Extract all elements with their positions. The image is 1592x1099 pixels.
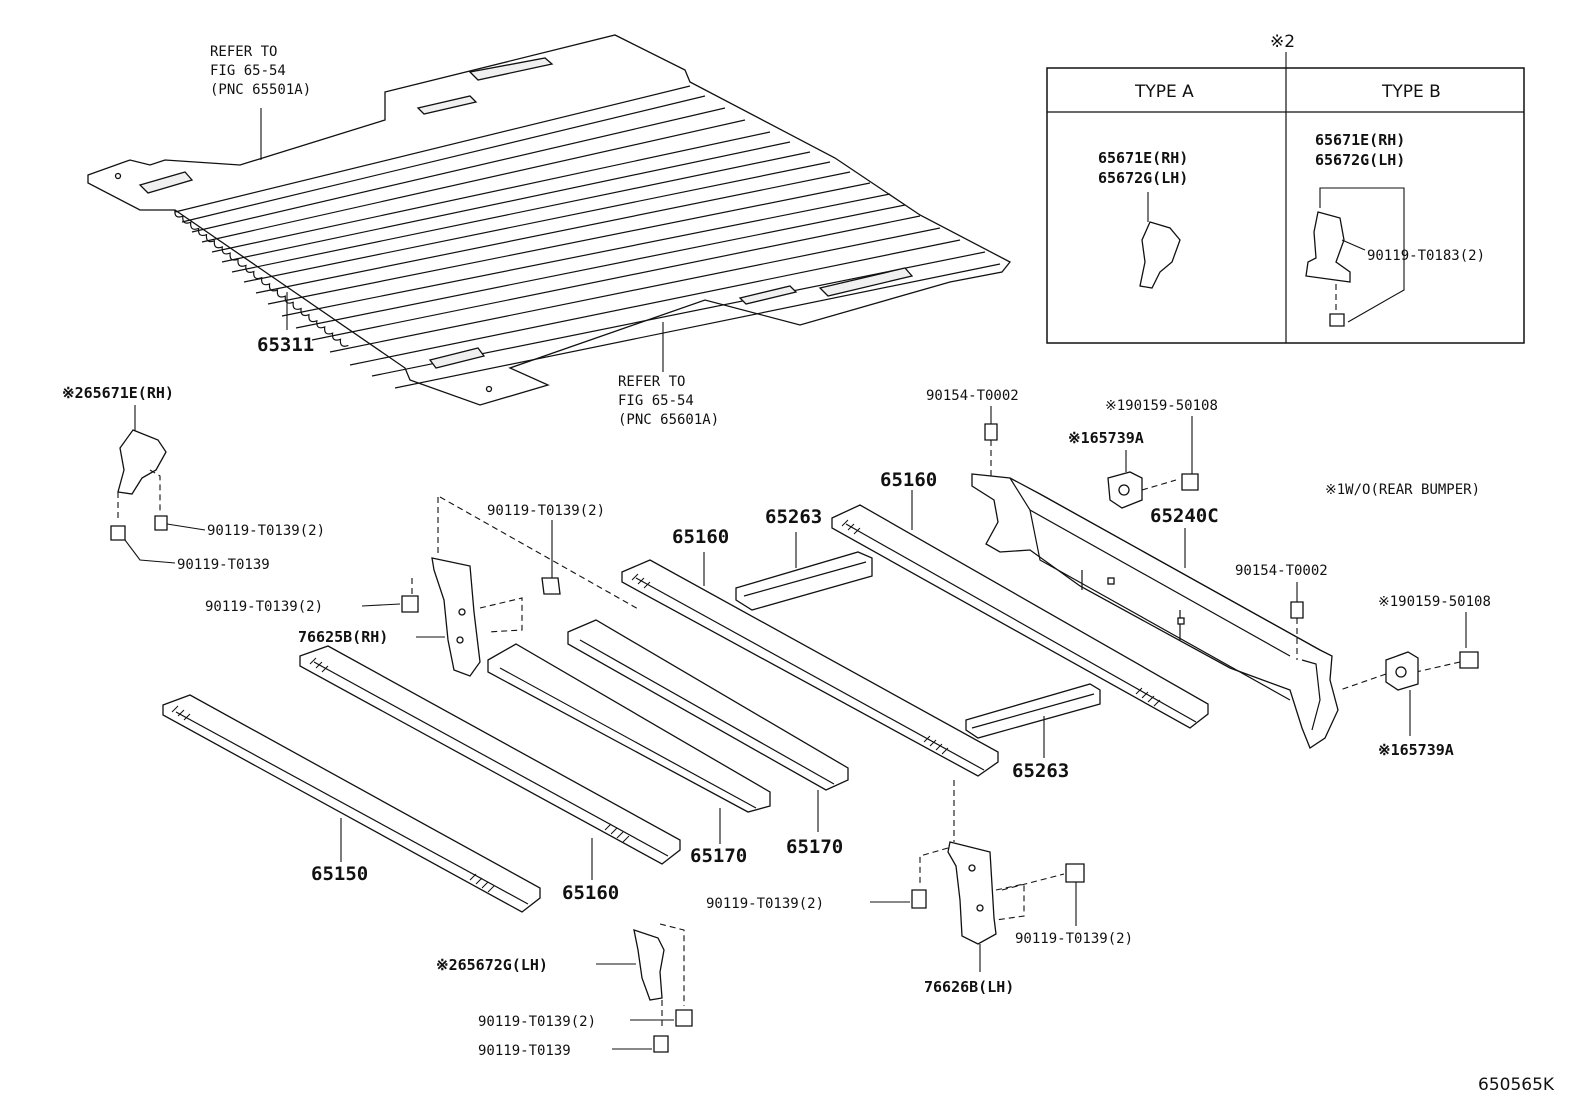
type-b-part-lh: 65672G(LH) (1315, 151, 1405, 169)
figure-id: 650565K (1478, 1075, 1555, 1095)
label-sill-65150: 65150 (311, 863, 368, 885)
bolt-90154-b-icon (1290, 601, 1304, 619)
label-sill-65160-a: 65160 (562, 882, 619, 904)
support-rh-icon (431, 557, 481, 677)
label-bolt-lh-1: 90119-T0139 (478, 1043, 571, 1059)
label-support-lh-bolt-left: 90119-T0139(2) (706, 896, 824, 912)
bracket-rh-icon (117, 429, 167, 495)
floor-ref-rear: REFER TO FIG 65-54 (PNC 65601A) (618, 322, 719, 428)
bracket-rh-group[interactable]: ※265671E(RH) 90119-T0139(2) 90119-T0139 (62, 384, 325, 573)
bolt-90154-a-icon (984, 423, 998, 441)
floor-pnc: 65311 (257, 292, 314, 356)
label-sill-65170-a: 65170 (690, 845, 747, 867)
label-cushion-b: ※165739A (1378, 741, 1454, 759)
label-rear-sill: 65240C (1150, 505, 1219, 527)
bolt-90154-a-group[interactable]: 90154-T0002 (926, 388, 1019, 480)
label-bolt-rh-2: 90119-T0139(2) (207, 523, 325, 539)
type-b-bolt: 90119-T0183(2) (1367, 248, 1485, 264)
label-support-rh-bolt-top: 90119-T0139(2) (487, 503, 605, 519)
sill-65160-b[interactable]: 65160 (621, 526, 999, 777)
support-rh-bolt-icon-left (401, 595, 419, 613)
label-bolt-90154-b: 90154-T0002 (1235, 563, 1328, 579)
cushion-b-group[interactable]: ※190159-50108 ※165739A (1339, 594, 1491, 759)
label-support-lh-bolt-right: 90119-T0139(2) (1015, 931, 1133, 947)
support-lh-bolt-icon-left (911, 889, 927, 909)
type-a-part-lh: 65672G(LH) (1098, 169, 1188, 187)
type-b-header: TYPE B (1381, 82, 1441, 102)
sill-65170-b[interactable]: 65170 (567, 619, 849, 858)
label-cross-65263-b: 65263 (1012, 760, 1069, 782)
screw-b-icon (1459, 651, 1479, 669)
type-b-bracket-icon (1305, 211, 1351, 283)
label-support-lh: 76626B(LH) (924, 978, 1014, 996)
ref-front-line-3: (PNC 65501A) (210, 82, 311, 98)
bolt-lh-icon-b (653, 1035, 669, 1053)
sill-65160-a[interactable]: 65160 (299, 645, 681, 904)
label-screw-b: ※190159-50108 (1378, 594, 1491, 610)
cushion-a-group[interactable]: ※165739A ※190159-50108 (1068, 398, 1218, 509)
label-bracket-rh: ※265671E(RH) (62, 384, 174, 402)
support-lh-group[interactable]: 90119-T0139(2) 90119-T0139(2) 76626B(LH) (706, 780, 1133, 996)
label-bolt-lh-2: 90119-T0139(2) (478, 1014, 596, 1030)
cross-65263-a[interactable]: 65263 (735, 506, 873, 611)
ref-front-line-2: FIG 65-54 (210, 63, 286, 79)
bolt-rh-icon-b (110, 525, 126, 541)
bolt-lh-icon-a (675, 1009, 693, 1027)
support-lh-icon (947, 841, 997, 945)
support-rh-bolt-icon-top (541, 577, 561, 595)
label-sill-65170-b: 65170 (786, 836, 843, 858)
type-a-bracket-icon (1139, 221, 1181, 289)
sill-65150[interactable]: 65150 (162, 694, 541, 913)
label-bolt-rh-1: 90119-T0139 (177, 557, 270, 573)
bracket-lh-group[interactable]: ※265672G(LH) 90119-T0139(2) 90119-T0139 (436, 923, 693, 1059)
type-a-part-rh: 65671E(RH) (1098, 149, 1188, 167)
rear-sill-65240c[interactable]: 65240C (971, 473, 1339, 749)
type-inset: ※2 TYPE A TYPE B 65671E(RH) 65672G(LH) 6… (1046, 32, 1525, 344)
label-cushion-a: ※165739A (1068, 429, 1144, 447)
type-b-bolt-icon (1329, 313, 1345, 327)
label-sill-65160-b: 65160 (672, 526, 729, 548)
type-a-header: TYPE A (1134, 82, 1194, 102)
floor-panel[interactable] (87, 34, 1012, 406)
label-support-rh: 76625B(RH) (298, 628, 388, 646)
label-sill-65160-c: 65160 (880, 469, 937, 491)
bolt-90154-b-group[interactable]: 90154-T0002 (1235, 563, 1328, 660)
ref-front-line-1: REFER TO (210, 44, 277, 60)
bolt-rh-icon-a (154, 515, 168, 531)
label-support-rh-bolt-left: 90119-T0139(2) (205, 599, 323, 615)
label-bracket-lh: ※265672G(LH) (436, 956, 548, 974)
support-lh-bolt-icon-right (1065, 863, 1085, 883)
screw-a-icon (1181, 473, 1199, 491)
bracket-lh-icon (633, 929, 665, 1001)
cross-65263-b[interactable]: 65263 (965, 683, 1101, 782)
label-bolt-90154-a: 90154-T0002 (926, 388, 1019, 404)
sill-65170-a[interactable]: 65170 (487, 643, 771, 867)
ref-rear-line-3: (PNC 65601A) (618, 412, 719, 428)
floor-ref-front: REFER TO FIG 65-54 (PNC 65501A) (210, 44, 311, 160)
ref-rear-line-2: FIG 65-54 (618, 393, 694, 409)
inset-marker: ※2 (1270, 32, 1295, 52)
pnc-65311: 65311 (257, 334, 314, 356)
ref-rear-line-1: REFER TO (618, 374, 685, 390)
type-b-part-rh: 65671E(RH) (1315, 131, 1405, 149)
label-cross-65263-a: 65263 (765, 506, 822, 528)
sill-65160-c[interactable]: 65160 (831, 469, 1209, 729)
support-rh-group[interactable]: 90119-T0139(2) 90119-T0139(2) 76625B(RH) (205, 496, 641, 677)
label-screw-a: ※190159-50108 (1105, 398, 1218, 414)
note-without-rear-bumper: ※1W/O(REAR BUMPER) (1325, 482, 1480, 498)
